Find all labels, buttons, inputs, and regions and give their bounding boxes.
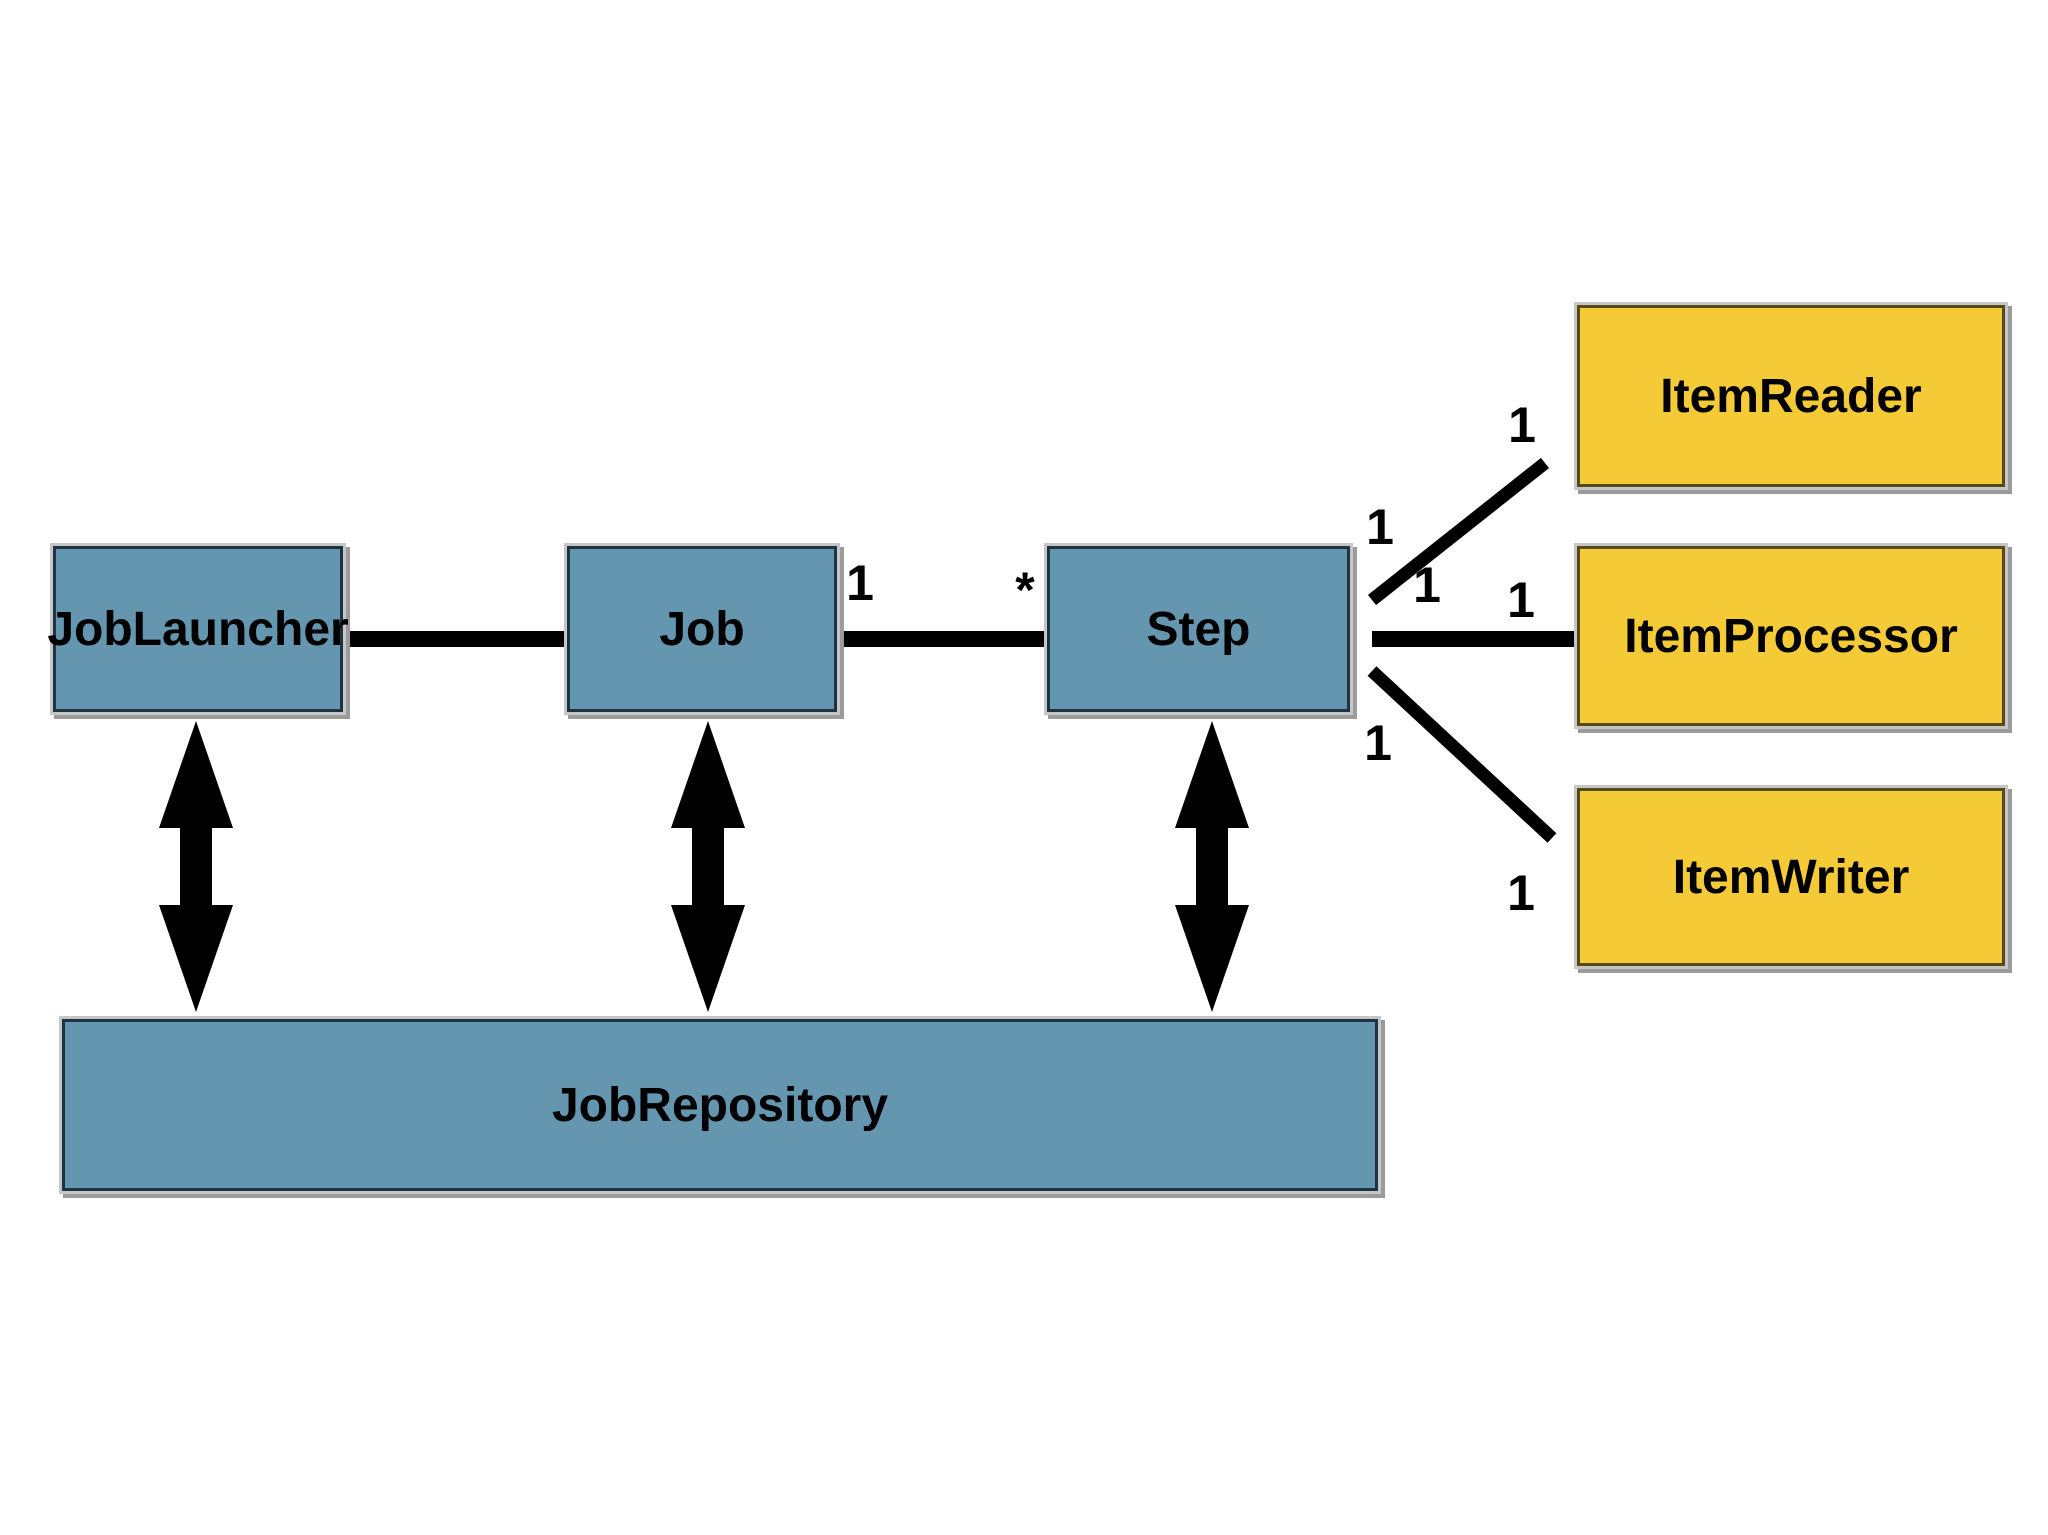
node-item-writer-label: ItemWriter xyxy=(1672,850,1910,904)
arrow-job-jobrepository xyxy=(671,721,745,1012)
multiplicity-job-step-job-end: 1 xyxy=(846,555,874,611)
node-item-reader: ItemReader xyxy=(1577,305,2005,487)
node-job-repository-label: JobRepository xyxy=(551,1078,889,1132)
multiplicity-step-itemwriter-step-end: 1 xyxy=(1364,715,1392,771)
multiplicity-step-itemprocessor-processor-end: 1 xyxy=(1507,572,1535,628)
multiplicity-step-itemwriter-writer-end: 1 xyxy=(1507,865,1535,921)
node-item-processor: ItemProcessor xyxy=(1577,546,2005,726)
multiplicity-step-itemreader-step-end: 1 xyxy=(1366,499,1394,555)
node-item-reader-label: ItemReader xyxy=(1660,369,1922,423)
multiplicity-step-itemprocessor-step-end: 1 xyxy=(1413,557,1441,613)
node-job: Job xyxy=(567,546,837,712)
node-step: Step xyxy=(1047,546,1350,712)
arrow-joblauncher-jobrepository xyxy=(159,721,233,1012)
node-item-processor-label: ItemProcessor xyxy=(1624,609,1958,663)
connector-step-itemwriter xyxy=(1367,666,1557,843)
node-job-repository: JobRepository xyxy=(62,1019,1378,1191)
multiplicity-job-step-step-end: * xyxy=(1015,562,1035,618)
node-step-label: Step xyxy=(1146,602,1251,656)
node-job-launcher-label: JobLauncher xyxy=(47,602,349,656)
multiplicity-step-itemreader-reader-end: 1 xyxy=(1508,397,1536,453)
node-item-writer: ItemWriter xyxy=(1577,788,2005,966)
arrow-step-jobrepository xyxy=(1175,721,1249,1012)
node-job-label: Job xyxy=(659,602,745,656)
connector-step-itemreader xyxy=(1367,457,1550,606)
node-job-launcher: JobLauncher xyxy=(47,546,349,712)
